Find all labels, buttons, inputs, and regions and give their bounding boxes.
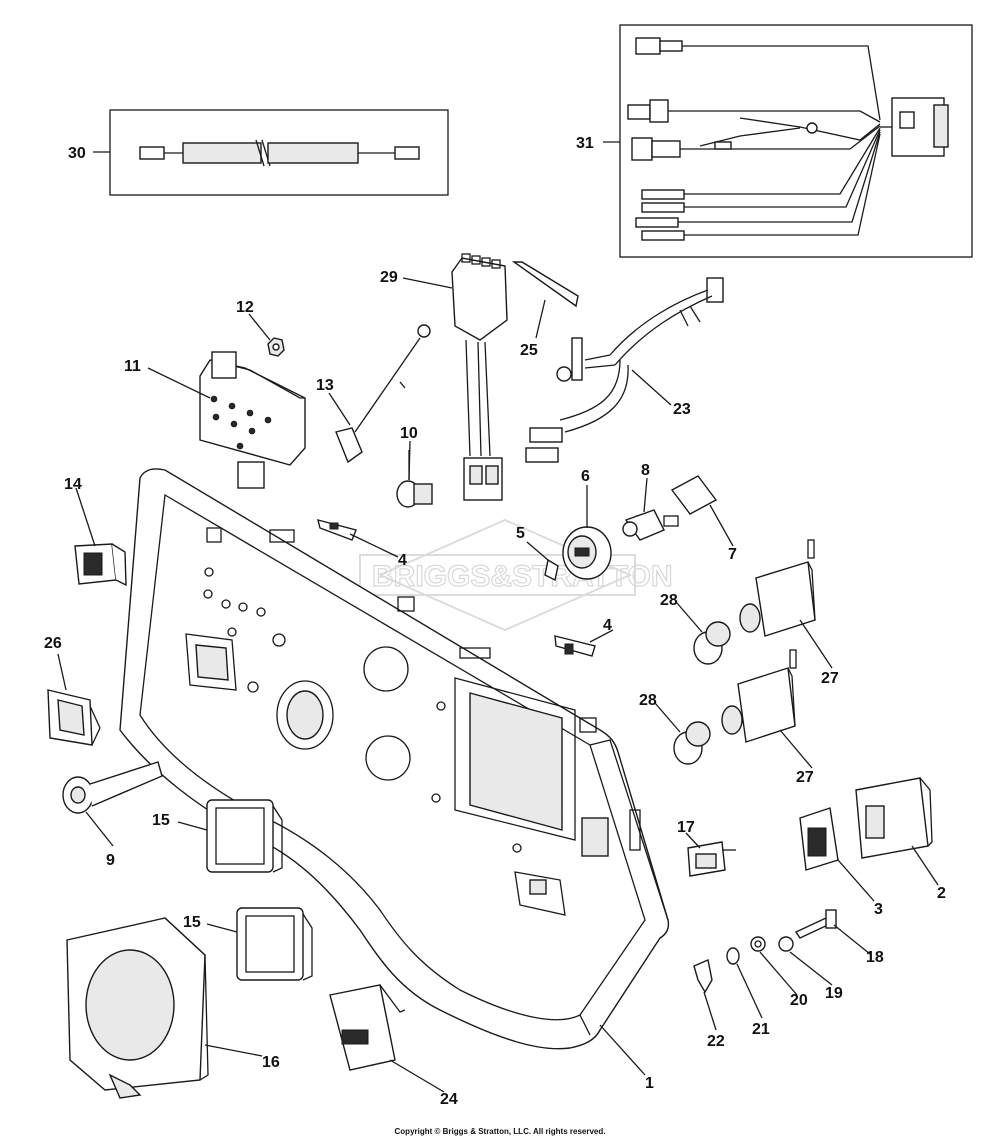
callout-10: 10 [400,425,418,442]
callout-15-upper: 15 [152,812,170,829]
callout-17: 17 [677,819,695,836]
control-panel-1 [119,468,670,1050]
part-25-bracket [511,261,579,308]
part-10-fuse-holder [396,450,433,508]
part-18-screw [794,909,837,939]
part-20-washer [750,936,766,952]
part-4-bracket-upper [317,519,357,541]
part-6-knob [562,526,612,580]
callout-11: 11 [124,358,141,375]
callout-28-lower: 28 [639,692,657,709]
callout-8: 8 [641,462,650,479]
callout-16: 16 [262,1054,280,1071]
part-23-wire-harness [525,277,724,463]
part-16-large-outlet [66,917,209,1099]
callout-6: 6 [581,468,590,485]
watermark-logo: BRIGGS&STRATTON [359,518,673,632]
callout-9: 9 [106,852,115,869]
part-26-bezel [47,689,101,746]
part-17-connector [687,841,736,877]
callout-15-lower: 15 [183,914,201,931]
part-12-nut [267,337,285,357]
callout-3: 3 [874,901,883,918]
callout-13: 13 [316,377,334,394]
callout-22: 22 [707,1033,725,1050]
callout-31: 31 [576,135,594,152]
part-8-switch [622,509,679,541]
callout-19: 19 [825,985,843,1002]
extension-cable-30 [139,139,420,167]
callout-21: 21 [752,1021,770,1038]
part-11-module [199,351,306,489]
callout-27-upper: 27 [821,670,839,687]
part-21-washer [726,947,740,965]
callout-5: 5 [516,525,525,542]
part-28-cap-lower [673,721,711,765]
callout-4-lower: 4 [603,617,612,634]
callout-2: 2 [937,885,946,902]
callout-4-upper: 4 [398,552,407,569]
callout-27-lower: 27 [796,769,814,786]
callout-23: 23 [673,401,691,418]
part-24-usb-module [329,984,406,1071]
callout-7: 7 [728,546,737,563]
callout-1: 1 [645,1075,654,1092]
callout-25: 25 [520,342,538,359]
part-19-lockwasher [778,936,794,952]
part-4-bracket-lower [554,635,596,657]
callout-18: 18 [866,949,884,966]
inset-box-31 [603,24,973,258]
callout-28-upper: 28 [660,592,678,609]
part-29-regulator [451,253,508,501]
part-22-wingnut [693,959,713,994]
part-2-switch [855,777,933,859]
inset-box-30 [93,109,449,196]
part-27-breaker-upper [739,539,816,637]
part-13-ground-wire [335,324,431,464]
part-15-outlet-upper [206,799,283,873]
wire-harness-31 [627,37,949,241]
callout-labels: 1 2 3 4 4 5 6 7 8 9 10 11 12 13 14 15 15… [44,135,946,1108]
part-27-breaker-lower [721,649,797,743]
part-7-plate [670,475,718,515]
callout-26: 26 [44,635,62,652]
callout-24: 24 [440,1091,458,1108]
callout-14: 14 [64,476,82,493]
callout-29: 29 [380,269,398,286]
leader-lines [57,277,939,1093]
callout-12: 12 [236,299,254,316]
callout-30: 30 [68,145,86,162]
part-9-receptacle [62,761,163,814]
watermark-text: BRIGGS&STRATTON [372,560,673,593]
copyright-notice: Copyright © Briggs & Stratton, LLC. All … [395,1127,606,1136]
part-28-cap-upper [693,621,731,665]
part-5-key [544,558,559,582]
part-3-switch [799,807,839,871]
callout-20: 20 [790,992,808,1009]
part-15-outlet-lower [236,907,313,981]
part-14-rocker-switch [74,543,127,587]
